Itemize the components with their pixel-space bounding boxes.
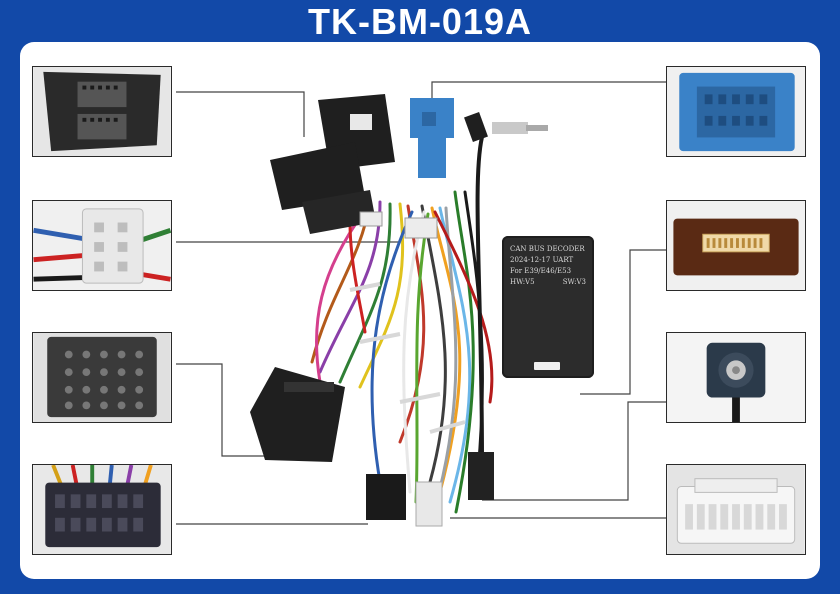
decoder-sw: SW:V3 (562, 278, 586, 286)
thumb-blue-connector (666, 66, 806, 157)
black-main-connector (270, 94, 395, 234)
callout-lines (176, 81, 666, 525)
white-bottom-connector (415, 481, 443, 527)
decoder-connector-port (534, 362, 560, 370)
thumb-quadlock-connector (32, 66, 172, 157)
decoder-title: CAN BUS DECODER (510, 245, 585, 253)
thumb-16pin-headunit-connector (32, 464, 172, 555)
wiring-harness-illustration (176, 81, 666, 527)
white-plug (404, 217, 438, 239)
product-panel: CAN BUS DECODER 2024-12-17 UART For E39/… (20, 42, 820, 579)
white-plug (359, 211, 383, 227)
antenna-cable (475, 136, 484, 463)
thumb-white-multipin-connector (666, 464, 806, 555)
antenna-fakra-end (468, 452, 494, 500)
thumb-white-6pin-connector (32, 200, 172, 291)
product-title: TK-BM-019A (307, 1, 532, 42)
decoder-hw: HW:V5 (510, 278, 535, 286)
black-20pin-connector (250, 367, 345, 462)
decoder-models: For E39/E46/E53 (510, 267, 572, 275)
decoder-date: 2024-12-17 UART (510, 256, 574, 264)
antenna-plug (464, 112, 548, 142)
thumb-20pin-round-connector (32, 332, 172, 423)
blue-connector (410, 98, 454, 178)
cable-ties (349, 282, 466, 434)
thumb-decoder-port (666, 200, 806, 291)
thumb-fakra-antenna-connector (666, 332, 806, 423)
can-bus-decoder: CAN BUS DECODER 2024-12-17 UART For E39/… (502, 236, 594, 378)
black-bottom-connector (366, 474, 406, 520)
wire-bundle (310, 190, 494, 514)
